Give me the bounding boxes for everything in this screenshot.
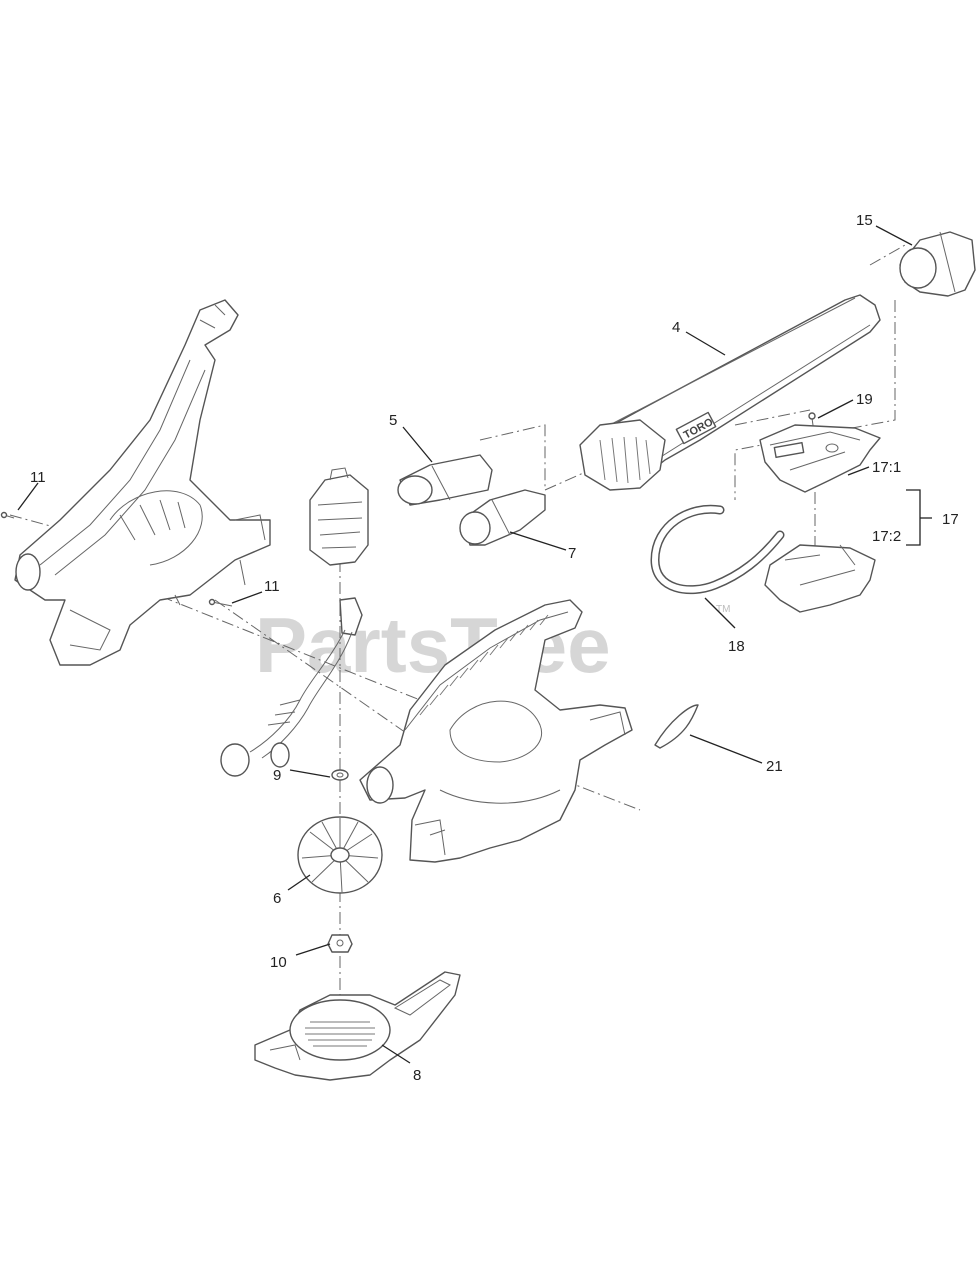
right-housing-half bbox=[359, 599, 633, 863]
callout-10: 10 bbox=[270, 954, 287, 971]
nozzle-5 bbox=[397, 454, 493, 506]
nut-10 bbox=[327, 934, 353, 953]
switch-harness bbox=[220, 597, 363, 777]
leader-lines bbox=[17, 225, 932, 1064]
guard-17-2 bbox=[764, 544, 876, 613]
callout-labels: 11 11 5 7 4 15 19 17:1 17:2 17 18 21 9 6… bbox=[30, 212, 959, 1084]
intake-cover-8 bbox=[254, 971, 461, 1081]
callout-4: 4 bbox=[672, 319, 680, 336]
callout-8: 8 bbox=[413, 1067, 421, 1084]
callout-17: 17 bbox=[942, 511, 959, 528]
screw-11-middle bbox=[208, 598, 233, 607]
left-housing-half bbox=[14, 299, 271, 666]
blower-tube-4: TORO bbox=[579, 294, 881, 491]
callout-11-middle: 11 bbox=[264, 578, 280, 595]
tube-cap-15 bbox=[899, 231, 976, 297]
callout-21: 21 bbox=[766, 758, 783, 775]
callout-19: 19 bbox=[856, 391, 873, 408]
guard-17-1 bbox=[759, 424, 881, 493]
callout-17-1: 17:1 bbox=[872, 459, 901, 476]
callout-18: 18 bbox=[728, 638, 745, 655]
watermark-trademark: TM bbox=[716, 604, 730, 615]
callout-6: 6 bbox=[273, 890, 281, 907]
screw-11-left bbox=[0, 511, 15, 519]
callout-15: 15 bbox=[856, 212, 873, 229]
impeller-6 bbox=[297, 816, 383, 894]
nozzle-7 bbox=[459, 489, 546, 546]
hose-18 bbox=[650, 504, 785, 595]
callout-17-2: 17:2 bbox=[872, 528, 901, 545]
washer-9 bbox=[331, 769, 349, 781]
callout-7: 7 bbox=[568, 545, 576, 562]
callout-11-left: 11 bbox=[30, 469, 46, 486]
callout-5: 5 bbox=[389, 412, 397, 429]
callout-9: 9 bbox=[273, 767, 281, 784]
trim-piece-21 bbox=[654, 704, 699, 749]
motor bbox=[309, 467, 369, 566]
